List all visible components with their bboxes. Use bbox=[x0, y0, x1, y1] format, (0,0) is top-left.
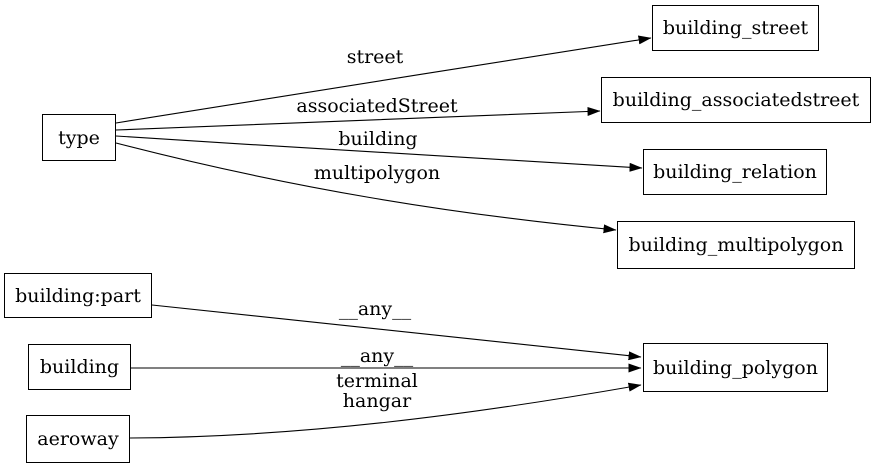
node-label: building_relation bbox=[653, 161, 817, 183]
node-building_multipolygon: building_multipolygon bbox=[617, 221, 855, 269]
edge-label-line: hangar bbox=[342, 390, 412, 412]
node-label: type bbox=[58, 126, 100, 149]
node-type: type bbox=[42, 114, 116, 161]
node-label: aeroway bbox=[37, 428, 119, 450]
node-label: building_associatedstreet bbox=[612, 89, 860, 111]
edge-label-building-part-to-building_polygon: __any__ bbox=[339, 299, 411, 319]
node-building_associatedstreet: building_associatedstreet bbox=[601, 77, 871, 123]
node-building_street: building_street bbox=[652, 5, 819, 51]
edge-type-to-building_associatedstreet bbox=[115, 106, 601, 131]
node-label: building_street bbox=[662, 17, 809, 39]
edge-type-to-building_street bbox=[115, 35, 652, 124]
edge-label-line: multipolygon bbox=[313, 162, 441, 184]
edge-label-line: street bbox=[346, 46, 404, 68]
edge-label-line: __any__ bbox=[338, 298, 412, 320]
edge-label-type-to-building_street: street bbox=[347, 47, 404, 67]
node-building_polygon: building_polygon bbox=[643, 343, 828, 392]
edge-type-to-building_multipolygon bbox=[115, 142, 617, 234]
node-building_relation: building_relation bbox=[643, 149, 827, 195]
edge-label-building-to-building_polygon: __any__ bbox=[341, 346, 413, 366]
node-label: building_multipolygon bbox=[628, 234, 844, 256]
edge-building-part-to-building_polygon bbox=[151, 304, 642, 361]
node-label: building bbox=[39, 356, 120, 378]
node-label: building:part bbox=[15, 284, 141, 307]
edge-label-type-to-building_multipolygon: multipolygon bbox=[314, 163, 440, 183]
edge-label-line: associatedStreet bbox=[296, 95, 458, 117]
node-aeroway: aeroway bbox=[26, 415, 130, 463]
edge-label-line: building bbox=[338, 128, 418, 150]
edge-label-type-to-building_associatedstreet: associatedStreet bbox=[296, 96, 457, 116]
edge-type-to-building_relation bbox=[115, 135, 643, 172]
edge-label-line: terminal bbox=[336, 370, 418, 392]
edge-label-line: __any__ bbox=[340, 345, 414, 367]
edge-aeroway-to-building_polygon bbox=[129, 382, 642, 439]
node-building: building bbox=[28, 344, 131, 390]
node-label: building_polygon bbox=[653, 356, 818, 379]
node-building-part: building:part bbox=[4, 273, 152, 318]
edge-label-type-to-building_relation: building bbox=[338, 129, 417, 149]
